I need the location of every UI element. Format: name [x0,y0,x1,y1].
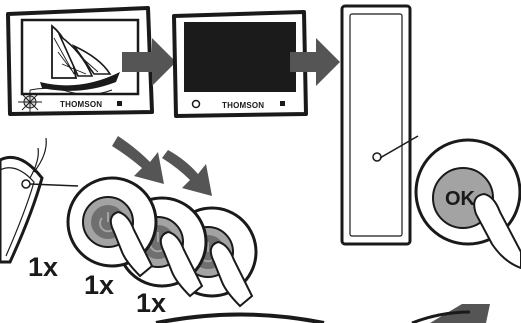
tv-1-indicator [117,101,122,106]
cropped-dial-outline [155,312,325,323]
remote-small-ok-key[interactable] [372,152,382,162]
tv-screen-1: THOMSON [6,6,154,116]
tv-1-brand-label: THOMSON [60,100,102,109]
press-count-2: 1x [84,270,114,300]
tv-2-indicator [280,101,285,106]
remote-control [340,4,412,246]
power-press-1 [66,176,158,278]
tv-2-display [184,22,296,92]
finger-press-icon [209,240,254,308]
standby-light-icon [18,90,42,114]
arrow-right-icon [122,38,176,86]
curved-arrow-icon [112,136,164,184]
finger-press-icon [159,230,204,298]
sailboat-picture-icon [29,24,120,96]
tv-2-brand-label: THOMSON [222,101,264,110]
handheld-power-key[interactable] [21,179,31,189]
ok-button-zoom: OK [379,135,521,270]
cropped-dial-outline [411,310,471,323]
curved-arrow-icon [162,150,212,196]
finger-press-icon [109,210,154,278]
tv-screen-2: THOMSON [172,10,308,118]
press-count-3: 1x [136,288,166,318]
ok-button-label: OK [445,188,476,210]
press-count-1: 1x [28,252,58,282]
finger-press-icon [473,192,521,270]
handheld-remote [0,137,79,264]
arrow-right-icon [290,38,340,86]
tv-2-standby-led [191,99,201,109]
